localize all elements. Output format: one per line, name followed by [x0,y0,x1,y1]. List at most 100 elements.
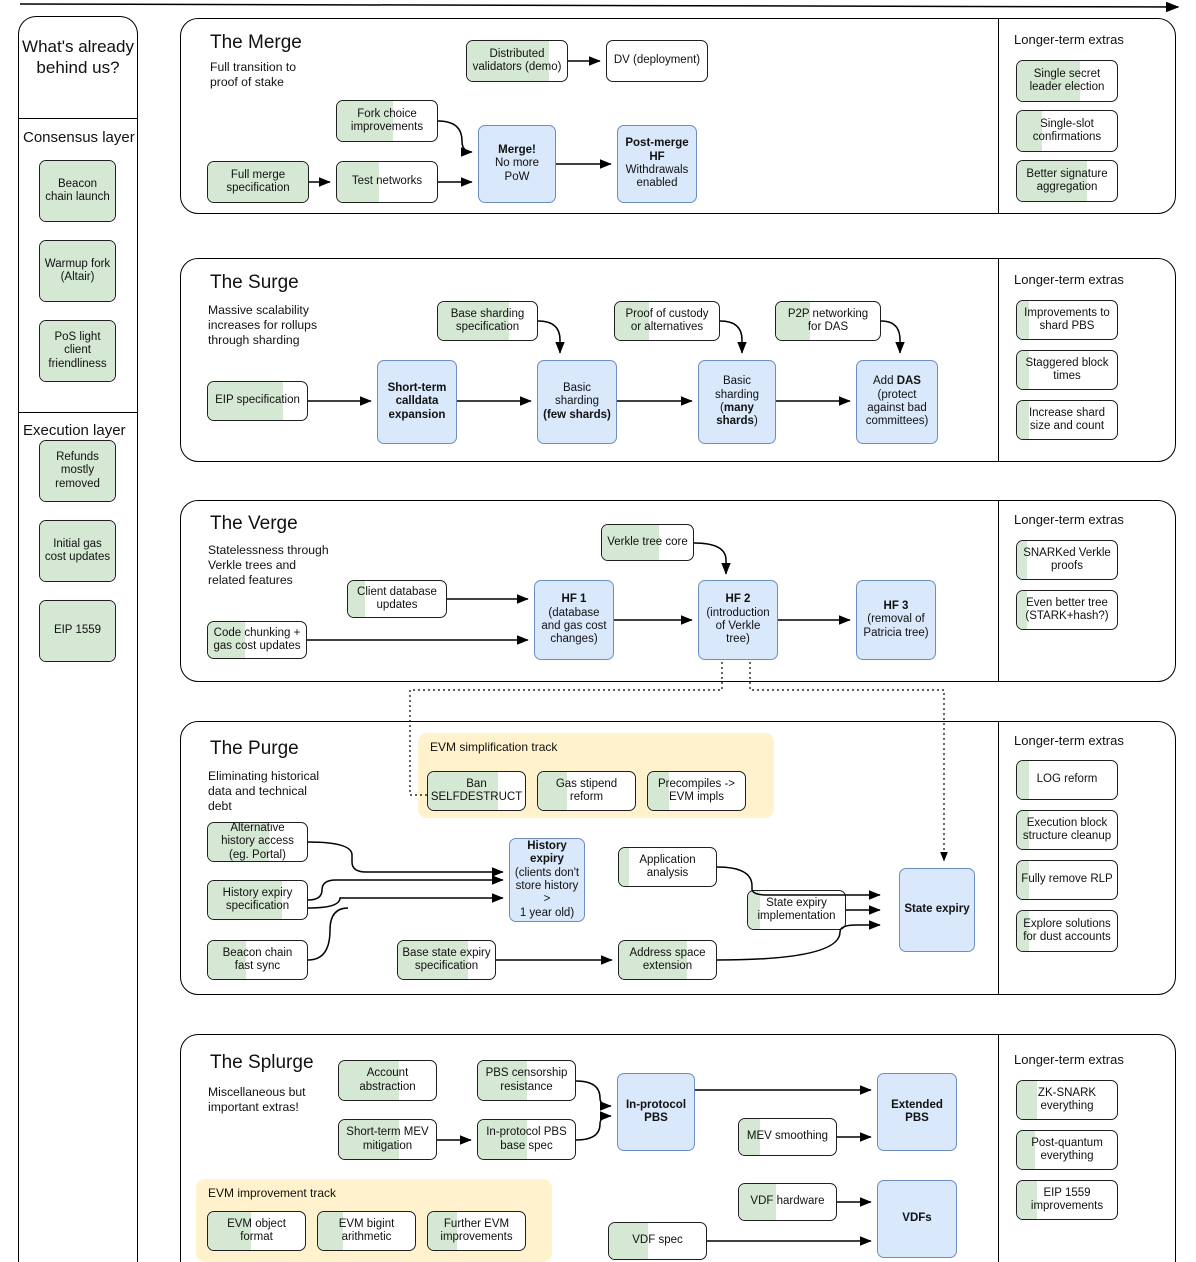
node-client-database-updates[interactable]: Client database updates [347,580,447,618]
extra-label: Fully remove RLP [1021,873,1113,886]
extra-label: Increase shard size and count [1028,406,1106,432]
node-gas-stipend-reform[interactable]: Gas stipend reform [537,771,636,811]
node-further-evm-improvements[interactable]: Further EVM improvements [427,1211,526,1251]
sidebar-item-beacon-chain-launch[interactable]: Beacon chain launch [39,160,116,222]
node-label: VDF hardware [750,1195,825,1208]
node-eip-specification[interactable]: EIP specification [207,381,308,421]
progress-fill [776,302,811,340]
node-precompiles-to-evm-impls[interactable]: Precompiles -> EVM impls [647,771,746,811]
node-state-expiry[interactable]: State expiry [899,868,975,952]
extras-title-verge: Longer-term extras [1014,512,1124,527]
sidebar-item-label: Beacon chain launch [45,177,110,203]
extra-snarked-verkle-proofs[interactable]: SNARKed Verkle proofs [1016,540,1118,580]
extra-even-better-tree[interactable]: Even better tree (STARK+hash?) [1016,590,1118,630]
sidebar-group-label-consensus: Consensus layer [23,129,135,146]
progress-fill [208,1212,251,1250]
node-p2p-networking-for-das[interactable]: P2P networking for DAS [775,301,881,341]
extra-single-slot-confirmations[interactable]: Single-slot confirmations [1016,110,1118,152]
extra-explore-solutions-for-dust-accounts[interactable]: Explore solutions for dust accounts [1016,910,1118,952]
sidebar-item-initial-gas-cost-updates[interactable]: Initial gas cost updates [39,520,116,582]
node-dv-deployment[interactable]: DV (deployment) [606,40,708,82]
extra-single-secret-leader-election[interactable]: Single secret leader election [1016,60,1118,102]
section-title-purge: The Purge [210,738,299,759]
progress-fill [602,525,660,560]
node-beacon-chain-fast-sync[interactable]: Beacon chain fast sync [207,940,308,980]
node-base-sharding-specification[interactable]: Base sharding specification [437,301,538,341]
node-in-protocol-pbs-base-spec[interactable]: In-protocol PBS base spec [477,1119,576,1160]
extra-post-quantum-everything[interactable]: Post-quantum everything [1016,1130,1118,1170]
node-short-term-mev-mitigation[interactable]: Short-term MEV mitigation [338,1119,437,1160]
node-test-networks[interactable]: Test networks [336,161,438,203]
node-history-expiry-specification[interactable]: History expiry specification [207,880,308,920]
node-mev-smoothing[interactable]: MEV smoothing [738,1118,837,1156]
sidebar-item-label: Refunds mostly removed [55,450,100,490]
extra-increase-shard-size-and-count[interactable]: Increase shard size and count [1016,400,1118,440]
node-proof-of-custody[interactable]: Proof of custody or alternatives [614,301,720,341]
extra-eip-1559-improvements[interactable]: EIP 1559 improvements [1016,1180,1118,1220]
section-title-merge: The Merge [210,32,302,53]
extra-fully-remove-rlp[interactable]: Fully remove RLP [1016,860,1118,900]
node-evm-bigint-arithmetic[interactable]: EVM bigint arithmetic [317,1211,416,1251]
sidebar-item-refunds-mostly-removed[interactable]: Refunds mostly removed [39,440,116,502]
node-alternative-history-access[interactable]: Alternative history access (eg. Portal) [207,822,308,862]
node-label: Test networks [351,175,423,188]
sidebar-item-eip-1559[interactable]: EIP 1559 [39,600,116,662]
progress-fill [40,161,115,221]
extra-zk-snark-everything[interactable]: ZK-SNARK everything [1016,1080,1118,1120]
node-account-abstraction[interactable]: Account abstraction [338,1060,437,1101]
extra-improvements-to-shard-pbs[interactable]: Improvements to shard PBS [1016,300,1118,340]
node-ban-selfdestruct[interactable]: Ban SELFDESTRUCT [427,771,526,811]
sidebar-divider-1 [18,118,138,119]
node-vdfs[interactable]: VDFs [877,1180,957,1258]
extra-better-signature-aggregation[interactable]: Better signature aggregation [1016,160,1118,202]
extras-title-splurge: Longer-term extras [1014,1052,1124,1067]
extra-label: Better signature aggregation [1026,167,1108,193]
node-vdf-spec[interactable]: VDF spec [608,1222,707,1260]
node-full-merge-specification[interactable]: Full merge specification [207,161,309,203]
node-address-space-extension[interactable]: Address space extension [618,940,717,980]
extra-staggered-block-times[interactable]: Staggered block times [1016,350,1118,390]
node-evm-object-format[interactable]: EVM object format [207,1211,306,1251]
progress-fill [318,1212,344,1250]
node-application-analysis[interactable]: Application analysis [618,847,717,887]
node-code-chunking-gas-cost-updates[interactable]: Code chunking + gas cost updates [207,621,307,659]
node-pbs-censorship-resistance[interactable]: PBS censorship resistance [477,1060,576,1101]
progress-fill [208,881,283,919]
node-distributed-validators[interactable]: Distributed validators (demo) [466,40,568,82]
extra-label: LOG reform [1036,773,1098,786]
node-fork-choice-improvements[interactable]: Fork choice improvements [336,100,438,142]
sidebar-item-warmup-fork-altair[interactable]: Warmup fork (Altair) [39,240,116,302]
extra-label: EIP 1559 improvements [1030,1186,1104,1212]
node-verkle-tree-core[interactable]: Verkle tree core [601,524,694,561]
node-label: Alternative history access (eg. Portal) [221,822,294,861]
node-label: State expiry [904,903,970,916]
sidebar-title: What's already behind us? [22,37,134,77]
node-label: EVM object format [227,1217,286,1243]
extra-execution-block-structure-cleanup[interactable]: Execution block structure cleanup [1016,810,1118,850]
node-state-expiry-implementation[interactable]: State expiry implementation [747,890,846,930]
node-label: Base sharding specification [450,307,525,333]
merge-extras-divider [998,18,999,214]
node-vdf-hardware[interactable]: VDF hardware [738,1183,837,1221]
sidebar-item-pos-light-client-friendliness[interactable]: PoS light client friendliness [39,320,116,382]
progress-fill [1017,811,1029,849]
node-base-state-expiry-specification[interactable]: Base state expiry specification [397,940,496,980]
extra-label: Staggered block times [1025,356,1109,382]
extra-log-reform[interactable]: LOG reform [1016,760,1118,800]
